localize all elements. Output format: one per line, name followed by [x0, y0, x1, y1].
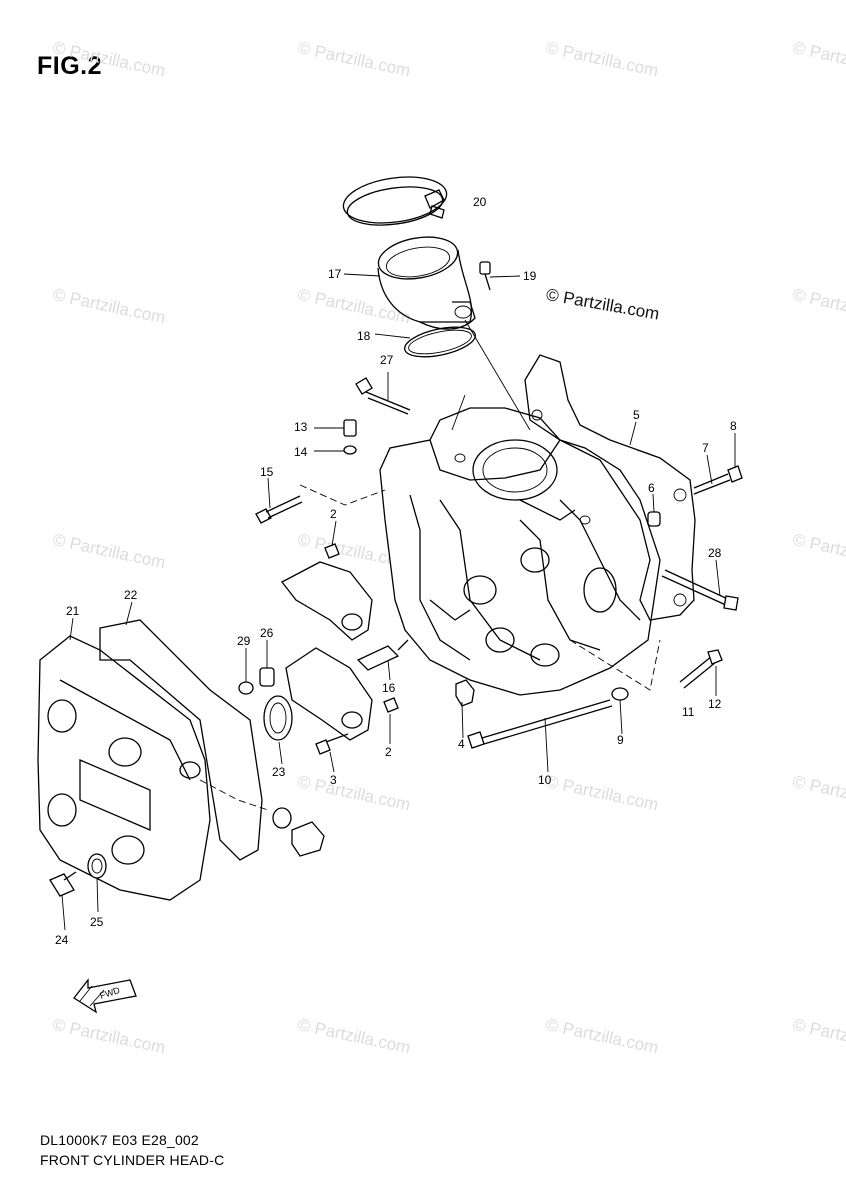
plug-cap — [291, 821, 325, 857]
callout-7: 7 — [702, 441, 709, 455]
cover-gasket — [99, 619, 263, 861]
hose-clamp — [342, 176, 448, 226]
callout-2: 2 — [385, 745, 392, 759]
bolt — [315, 733, 349, 755]
callout-28: 28 — [708, 546, 722, 560]
o-ring — [404, 326, 476, 358]
callout-16: 16 — [382, 681, 396, 695]
callout-13: 13 — [294, 420, 308, 434]
dowel-pin — [259, 667, 275, 687]
temperature-sensor — [356, 639, 409, 671]
callout-22: 22 — [124, 588, 138, 602]
callout-15: 15 — [260, 465, 274, 479]
cover-bolt — [49, 871, 77, 897]
bolt — [661, 569, 739, 611]
grommet — [272, 807, 292, 829]
callout-8: 8 — [730, 419, 737, 433]
callout-17: 17 — [328, 267, 342, 281]
bolt — [255, 495, 303, 524]
callout-11: 11 — [682, 705, 695, 719]
diagram-code: DL1000K7 E03 E28_002 — [40, 1132, 199, 1148]
washer — [343, 445, 357, 455]
callout-12: 12 — [708, 697, 722, 711]
cylinder-head-gasket — [524, 354, 696, 621]
cylinder-head-cover — [37, 635, 211, 901]
callout-19: 19 — [523, 269, 537, 283]
figure-title: FIG.2 — [37, 52, 103, 80]
callout-5: 5 — [633, 408, 640, 422]
callout-labels: 20 17 19 18 27 13 14 15 5 7 8 6 2 28 21 … — [55, 195, 737, 1001]
bolt — [355, 377, 411, 415]
oil-seal — [263, 695, 293, 741]
leader-lines — [61, 273, 736, 931]
callout-27: 27 — [380, 353, 394, 367]
callout-24: 24 — [55, 933, 69, 947]
callout-25: 25 — [90, 915, 104, 929]
callout-10: 10 — [538, 773, 552, 787]
diagram-name: FRONT CYLINDER HEAD-C — [40, 1152, 225, 1168]
callout-18: 18 — [357, 329, 371, 343]
callout-20: 20 — [473, 195, 487, 209]
stud-bolt — [679, 649, 723, 689]
camshaft-holder — [281, 543, 373, 641]
callout-6: 6 — [648, 481, 655, 495]
callout-23: 23 — [272, 765, 286, 779]
bolt — [693, 465, 743, 495]
o-ring — [238, 681, 254, 695]
forward-arrow-icon — [73, 978, 137, 1014]
long-bolt — [467, 687, 629, 749]
cap — [455, 679, 475, 707]
callout-21: 21 — [66, 604, 80, 618]
intake-pipe — [377, 236, 476, 330]
screw — [479, 261, 491, 291]
camshaft-holder — [285, 647, 399, 741]
dowel-pin — [647, 511, 661, 527]
cover-grommet — [87, 853, 107, 879]
callout-29: 29 — [237, 634, 251, 648]
callout-26: 26 — [260, 626, 274, 640]
callout-9: 9 — [617, 733, 624, 747]
fitting — [343, 419, 357, 437]
callout-3: 3 — [330, 773, 337, 787]
callout-2: 2 — [330, 507, 337, 521]
callout-14: 14 — [294, 445, 308, 459]
cylinder-head — [379, 407, 661, 696]
callout-4: 4 — [458, 737, 465, 751]
